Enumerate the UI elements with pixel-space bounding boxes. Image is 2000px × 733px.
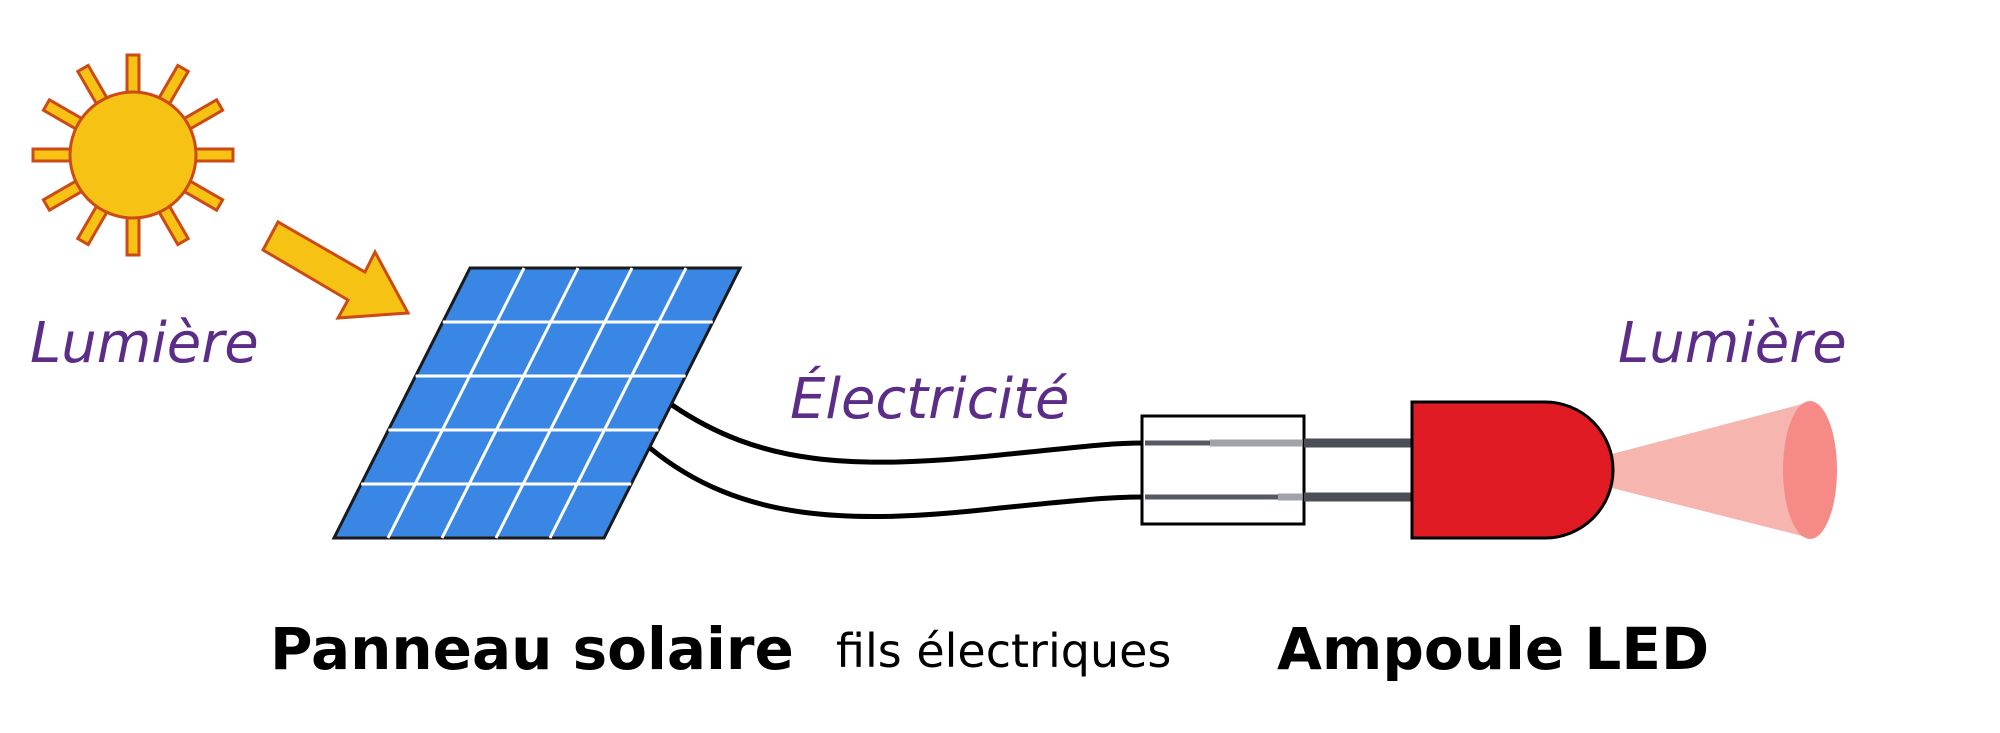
sunlight-arrow-icon [260, 219, 411, 320]
led-leads [1145, 438, 1412, 502]
solar-panel-icon [331, 266, 743, 540]
wires-label: fils électriques [836, 624, 1171, 678]
sun-icon [31, 53, 235, 257]
led-bulb-icon [1410, 400, 1615, 540]
led-label: Ampoule LED [1277, 615, 1709, 683]
wire-connector [1140, 414, 1306, 526]
light-output-label: Lumière [1618, 311, 1847, 376]
solar-panel-label: Panneau solaire [270, 615, 794, 683]
light-input-label: Lumière [30, 311, 259, 376]
electricity-label: Électricité [790, 367, 1069, 432]
electric-wires [648, 402, 1143, 520]
light-beam [1608, 401, 1837, 539]
